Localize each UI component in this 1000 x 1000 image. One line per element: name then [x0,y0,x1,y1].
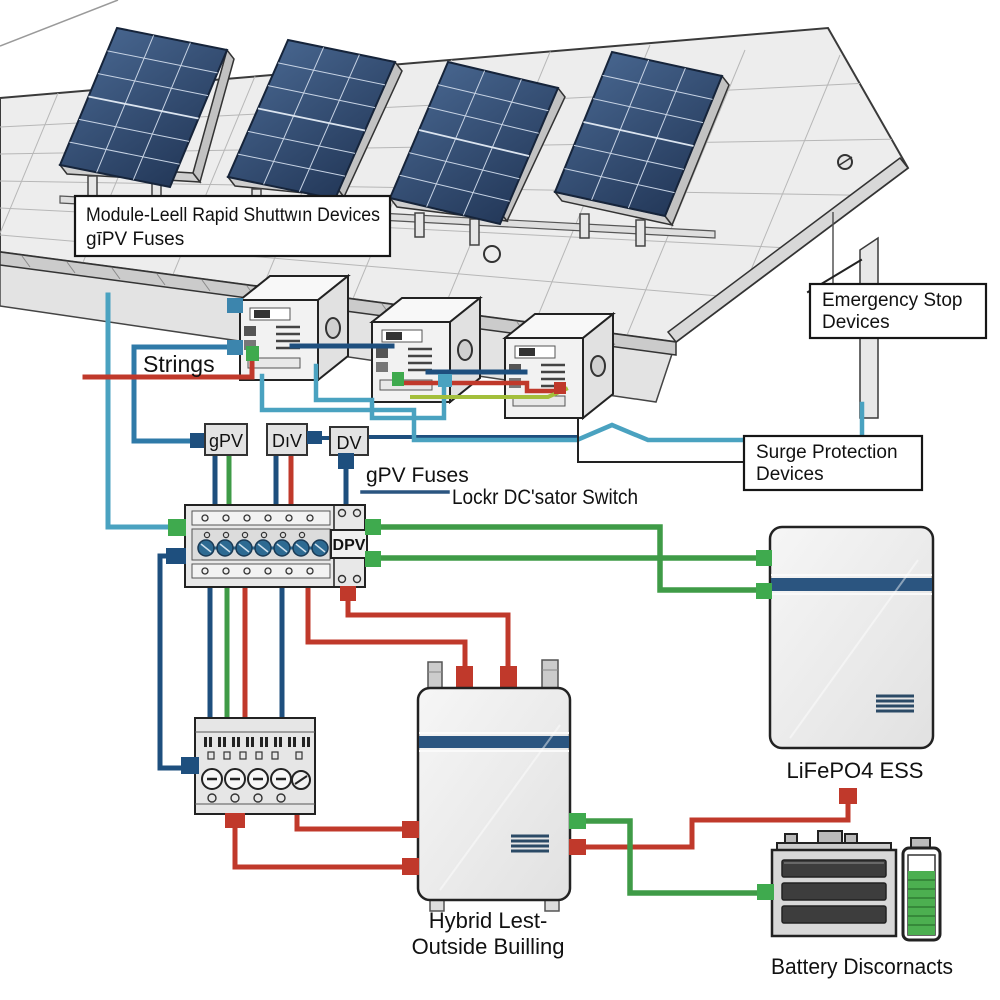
surge-line1: Surge Protection [756,442,898,463]
inverter-label-line1: Hybrid Lest- [429,908,548,933]
inverter-top-red-connector-1 [456,666,473,690]
inverter-body [416,686,572,902]
battery-icon [757,830,898,938]
roof-corner-line [0,0,119,47]
inverter-right-red-connector [569,839,586,855]
module-label-line1: Module-Leell Rapid Shuttwın Devices [86,205,380,226]
string-fuse-boxes: gPV DıV DV [190,423,369,469]
inverter-label-line2: Outside Builling [412,934,565,959]
combiner-tag-plate [330,529,368,559]
fuse-box-dv2-label: DV [336,433,361,453]
combiner-left-green-connector [168,519,186,536]
conduit-ring-icon [483,245,501,263]
emergency-line1: Emergency Stop [822,290,962,311]
combiner-top-terminals [201,514,314,522]
combiner-red-connector [340,586,356,601]
battery-charge-stripes [908,879,935,926]
fuse-box-div1-connector [307,431,322,444]
hybrid-inverter [402,659,586,912]
disconnect-terminal-squares [207,751,303,760]
positive-dc-wires [82,355,851,870]
ess-green-connector-2 [756,583,772,599]
ess-band [771,578,932,591]
emergency-stop-box: Emergency Stop Devices [808,282,988,340]
ess-vents [876,694,914,713]
labels: Module-Leell Rapid Shuttwın Devices gīPV… [73,194,988,979]
device-connectors [227,298,566,394]
inverter-left-red-connector-2 [402,858,419,875]
solar-panel-1 [60,28,234,207]
inverter-left-red-connector-1 [402,821,419,838]
combiner-right-green-connector-1 [365,519,381,535]
fuse-box-gpv: gPV [190,423,248,456]
fuse-box-dv2: DV [329,426,369,469]
fuse-box-div1-label: DıV [272,431,302,451]
gpv-fuses-label: gPV Fuses [366,464,469,487]
ess-body [768,525,935,750]
roof-anchor-pin [837,156,853,167]
emergency-line2: Devices [822,312,890,333]
solar-panel-2 [228,40,402,221]
solar-panel-4 [555,52,729,246]
solar-array [60,28,729,246]
inverter-band [419,736,569,748]
solar-panel-3 [390,62,565,245]
ess-red-stub [839,788,857,804]
strings-label: Strings [143,351,215,377]
inverter-top-red-connector-2 [500,666,517,690]
ess-unit [756,525,935,804]
module-label-box: Module-Leell Rapid Shuttwın Devices gīPV… [73,194,392,258]
combiner-mid-terminals [203,531,306,539]
dc-disconnect-box [181,717,316,828]
combiner-fuse-marks [200,543,326,553]
combiner-screws [337,508,362,584]
rapid-shutdown-device-3 [502,311,616,421]
rapid-shutdown-device-2 [369,295,483,405]
battery-label: Battery Discornacts [771,954,953,979]
combiner-bottom-terminals [201,567,314,575]
fuse-box-gpv-connector [190,433,207,448]
ess-green-connector-1 [756,550,772,566]
disconnect-top-contacts [204,737,310,747]
surge-protection-box: Surge Protection Devices [742,434,924,492]
battery-green-connector [757,884,774,900]
disconnect-breaker-dials [201,768,311,803]
dc-bus-wires [157,343,579,771]
inverter-right-green-connector [569,813,586,829]
dc-switch-label: Lockr DC'sator Switch [452,486,638,509]
inverter-vents [511,834,549,853]
fuse-box-gpv-label: gPV [209,431,243,451]
ground-battery-wires [224,452,765,896]
fuse-box-div1: DıV [266,423,322,456]
combiner-right-green-connector-2 [365,551,381,567]
combiner-tag-label: DPV [333,537,366,554]
ess-label: LiFePO4 ESS [787,758,924,783]
roof-right-eave [666,156,910,344]
rapid-shutdown-devices [237,273,616,421]
surge-line2: Devices [756,464,824,485]
dc-combiner-box: DPV [166,504,381,601]
battery-disconnects [757,830,942,942]
module-label-line2: gīPV Fuses [86,229,184,250]
combiner-left-blue-connector [166,548,186,564]
battery-level-icon [901,837,942,942]
rapid-shutdown-device-1 [237,273,351,383]
disconnect-left-blue-connector [181,757,199,774]
fuse-box-dv2-connector [338,453,354,469]
disconnect-red-stub [225,813,245,828]
